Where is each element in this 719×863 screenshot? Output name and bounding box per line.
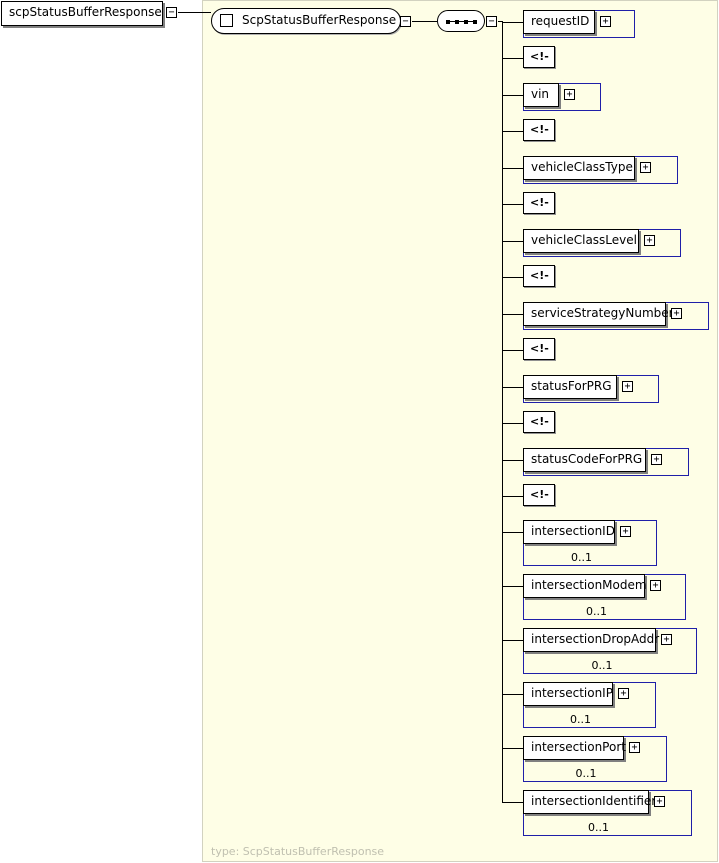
sequence-compositor-icon[interactable]: [437, 10, 485, 32]
child-connector: [502, 168, 523, 169]
root-collapse-toggle[interactable]: −: [166, 7, 177, 18]
children-trunk: [502, 21, 503, 802]
element-label: intersectionModem: [523, 574, 647, 598]
comment-node[interactable]: <!-: [523, 265, 555, 287]
child-connector: [502, 241, 523, 242]
child-connector: [502, 350, 523, 351]
child-connector: [502, 58, 523, 59]
sequence-dot: [473, 20, 477, 24]
expand-toggle[interactable]: +: [650, 580, 661, 591]
expand-toggle[interactable]: +: [640, 162, 651, 173]
type-connector: [412, 21, 437, 22]
expand-toggle[interactable]: +: [651, 454, 662, 465]
comment-node[interactable]: <!-: [523, 484, 555, 506]
child-connector: [502, 95, 523, 96]
root-element-label: scpStatusBufferResponse: [9, 5, 162, 19]
comment-node[interactable]: <!-: [523, 46, 555, 68]
complex-type-collapse-toggle[interactable]: −: [400, 16, 411, 27]
child-connector: [502, 586, 523, 587]
sequence-collapse-toggle[interactable]: −: [486, 16, 497, 27]
child-connector: [502, 532, 523, 533]
child-connector: [502, 640, 523, 641]
occurrence-label: 0..1: [591, 659, 613, 672]
root-connector: [178, 12, 211, 13]
comment-node[interactable]: <!-: [523, 411, 555, 433]
expand-toggle[interactable]: +: [622, 381, 633, 392]
expand-toggle[interactable]: +: [644, 235, 655, 246]
expand-toggle[interactable]: +: [600, 16, 611, 27]
child-connector: [502, 748, 523, 749]
element-label: intersectionIP: [523, 682, 613, 706]
child-connector: [502, 802, 523, 803]
child-connector: [502, 131, 523, 132]
child-connector: [502, 423, 523, 424]
element-label: serviceStrategyNumber: [523, 302, 674, 326]
element-label: vin: [523, 83, 559, 107]
sequence-dot: [464, 20, 468, 24]
complex-type-panel: [202, 0, 718, 862]
element-label: intersectionDropAddr: [523, 628, 659, 652]
sequence-dot: [446, 20, 450, 24]
comment-node[interactable]: <!-: [523, 192, 555, 214]
expand-toggle[interactable]: +: [671, 308, 682, 319]
child-connector: [502, 496, 523, 497]
child-connector: [502, 277, 523, 278]
expand-toggle[interactable]: +: [618, 688, 629, 699]
complex-type-node[interactable]: ScpStatusBufferResponse: [211, 8, 401, 34]
child-connector: [502, 204, 523, 205]
element-label: intersectionID: [523, 520, 615, 544]
element-label: vehicleClassType: [523, 156, 635, 180]
element-label: statusForPRG: [523, 375, 617, 399]
complex-type-label: ScpStatusBufferResponse: [242, 13, 397, 27]
comment-node[interactable]: <!-: [523, 338, 555, 360]
expand-toggle[interactable]: +: [661, 634, 672, 645]
child-connector: [502, 460, 523, 461]
child-connector: [502, 314, 523, 315]
sequence-bar: [446, 21, 476, 22]
child-connector: [502, 22, 523, 23]
child-connector: [502, 387, 523, 388]
sequence-connector: [498, 21, 502, 22]
element-label: vehicleClassLevel: [523, 229, 639, 253]
expand-toggle[interactable]: +: [620, 526, 631, 537]
expand-toggle[interactable]: +: [564, 89, 575, 100]
root-element-node[interactable]: scpStatusBufferResponse: [1, 1, 163, 26]
occurrence-label: 0..1: [575, 767, 597, 780]
element-label: intersectionIdentifier: [523, 790, 656, 814]
comment-node[interactable]: <!-: [523, 119, 555, 141]
child-connector: [502, 694, 523, 695]
sequence-dot: [455, 20, 459, 24]
occurrence-label: 0..1: [588, 821, 609, 834]
element-label: statusCodeForPRG: [523, 448, 646, 472]
type-caption: type: ScpStatusBufferResponse: [211, 845, 385, 858]
element-label: intersectionPort: [523, 736, 626, 760]
occurrence-label: 0..1: [586, 605, 607, 618]
element-label: requestID: [523, 10, 595, 34]
occurrence-label: 0..1: [570, 713, 591, 726]
occurrence-label: 0..1: [571, 551, 592, 564]
expand-toggle[interactable]: +: [654, 796, 665, 807]
complex-type-checkbox-icon: [220, 14, 233, 27]
expand-toggle[interactable]: +: [629, 742, 640, 753]
